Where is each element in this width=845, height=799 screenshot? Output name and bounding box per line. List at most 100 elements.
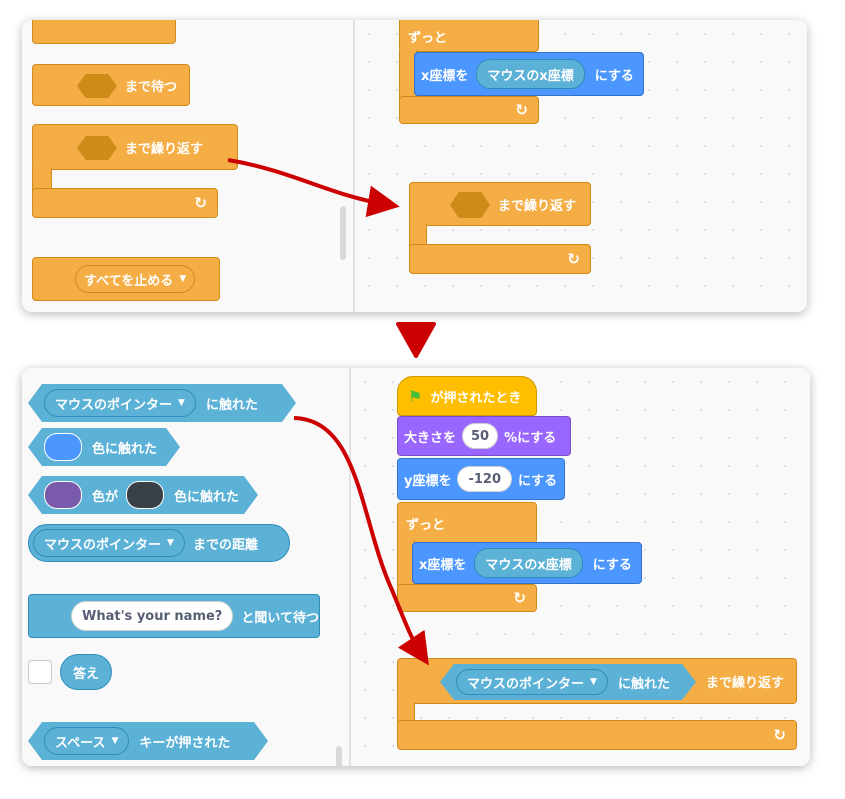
touching-color-block[interactable]: 色に触れた [28,428,180,466]
mouse-x-reporter[interactable]: マウスのx座標 [474,548,583,578]
repeat-until-block-dropped[interactable]: まで繰り返す [409,182,591,226]
key-pressed-block[interactable]: スペース ▼ キーが押された [28,722,268,760]
wait-until-label: まで待つ [125,79,178,95]
repeat-until-bottom: ↻ [409,244,591,274]
block-palette: まで待つ まで繰り返す ↻ すべてを止める ▼ [22,20,352,312]
rotate-arrow-icon: ↻ [194,194,207,212]
palette-scrollbar[interactable] [340,206,346,260]
touching-dropdown[interactable]: マウスのポインター ▼ [44,389,196,417]
y-input[interactable]: -120 [457,466,513,492]
set-y-block[interactable]: y座標を -120 にする [397,458,565,500]
script-area[interactable]: ずっと x座標を マウスのx座標 にする ↻ まで繰り返す ↻ [355,20,807,312]
set-size-suffix: %にする [504,430,557,446]
touching-suffix: に触れた [205,397,258,413]
set-size-block[interactable]: 大きさを 50 %にする [397,416,571,456]
repeat-until-label: まで繰り返す [498,198,577,214]
touching-color-suffix: 色に触れた [92,441,158,457]
forever-bottom: ↻ [397,584,537,612]
touching-suffix: に触れた [617,676,670,692]
forever-label: ずっと [406,517,446,533]
stop-block[interactable]: すべてを止める ▼ [32,257,220,301]
drag-arrow-bottom [293,416,429,666]
rotate-arrow-icon: ↻ [567,250,580,268]
stop-dropdown[interactable]: すべてを止める ▼ [75,265,196,293]
caret-down-icon: ▼ [178,398,185,408]
y-input-value: -120 [468,471,502,487]
wait-until-block[interactable]: まで待つ [32,64,190,106]
repeat-until-block[interactable]: まで繰り返す [32,124,238,170]
when-flag-clicked-block[interactable]: ⚑ が押されたとき [397,376,537,416]
repeat-until-bottom: ↻ [32,188,218,218]
set-x-block[interactable]: x座標を マウスのx座標 にする [414,52,644,96]
set-x-label: x座標を [419,557,467,573]
distance-dropdown[interactable]: マウスのポインター ▼ [33,529,185,557]
condition-slot[interactable] [450,192,490,218]
color-swatch[interactable] [44,433,82,461]
when-flag-label: が押されたとき [430,390,522,406]
down-arrow-icon [396,322,436,358]
touching-condition[interactable]: マウスのポインター ▼ に触れた [440,664,696,700]
stop-dropdown-label: すべてを止める [84,273,174,289]
repeat-until-block-dropped[interactable]: マウスのポインター ▼ に触れた まで繰り返す [397,658,797,704]
color-swatch[interactable] [126,481,164,509]
answer-label: 答え [72,666,99,682]
set-y-label: y座標を [404,473,452,489]
size-input-value: 50 [471,428,490,444]
script-area[interactable]: ⚑ が押されたとき 大きさを 50 %にする y座標を -120 にする ずっと… [351,368,810,766]
drag-arrow-top [227,158,400,218]
condition-slot[interactable] [77,136,117,160]
key-suffix: キーが押された [139,735,231,751]
bottom-editor-panel: マウスのポインター ▼ に触れた 色に触れた 色が 色に触れた マウスのポインタ… [22,368,810,766]
repeat-until-label: まで繰り返す [125,141,204,157]
distance-to-block[interactable]: マウスのポインター ▼ までの距離 [28,524,290,562]
rotate-arrow-icon: ↻ [773,726,786,744]
block-palette: マウスのポインター ▼ に触れた 色に触れた 色が 色に触れた マウスのポインタ… [22,368,348,766]
mouse-x-reporter-label: マウスのx座標 [485,557,572,573]
color-touching-suffix: 色に触れた [174,489,240,505]
touching-dropdown[interactable]: マウスのポインター ▼ [456,669,608,695]
caret-down-icon: ▼ [111,736,119,746]
ask-suffix: と聞いて待つ [241,610,319,626]
set-y-suffix: にする [518,473,558,489]
ask-input-text: What's your name? [82,608,223,624]
condition-slot[interactable] [77,74,117,98]
ask-and-wait-block[interactable]: What's your name? と聞いて待つ [28,594,320,638]
set-size-label: 大きさを [404,430,457,446]
answer-checkbox[interactable] [28,660,52,684]
key-dropdown[interactable]: スペース ▼ [44,727,129,755]
color-swatch[interactable] [44,481,82,509]
caret-down-icon: ▼ [590,677,597,687]
set-x-label: x座標を [421,68,469,84]
color-touching-mid: 色が [92,489,119,505]
size-input[interactable]: 50 [462,423,499,449]
panel-divider [353,20,355,312]
repeat-until-arm [409,224,427,250]
ask-input[interactable]: What's your name? [71,601,234,631]
rotate-arrow-icon: ↻ [513,589,526,607]
key-dropdown-label: スペース [55,735,106,751]
partial-control-block[interactable] [32,20,176,44]
set-x-suffix: にする [594,68,634,84]
forever-label: ずっと [408,30,448,46]
touching-dropdown-label: マウスのポインター [55,397,173,413]
forever-block[interactable]: ずっと [399,20,539,52]
panel-divider [349,368,351,766]
forever-bottom: ↻ [399,96,539,124]
top-editor-panel: まで待つ まで繰り返す ↻ すべてを止める ▼ ずっと x座標を マウスのx座標 [22,20,807,312]
caret-down-icon: ▼ [167,538,174,548]
repeat-until-bottom: ↻ [397,720,797,750]
touching-dropdown-label: マウスのポインター [467,676,585,692]
touching-block[interactable]: マウスのポインター ▼ に触れた [28,384,296,422]
set-x-block[interactable]: x座標を マウスのx座標 にする [412,542,642,584]
rotate-arrow-icon: ↻ [515,101,528,119]
answer-reporter[interactable]: 答え [60,654,112,690]
mouse-x-reporter-label: マウスのx座標 [487,68,574,84]
green-flag-icon: ⚑ [408,386,423,406]
mouse-x-reporter[interactable]: マウスのx座標 [476,59,585,89]
distance-dropdown-label: マウスのポインター [44,537,162,553]
color-touching-color-block[interactable]: 色が 色に触れた [28,476,258,514]
repeat-until-label: まで繰り返す [706,675,785,691]
palette-scrollbar[interactable] [336,746,342,766]
caret-down-icon: ▼ [179,274,187,284]
